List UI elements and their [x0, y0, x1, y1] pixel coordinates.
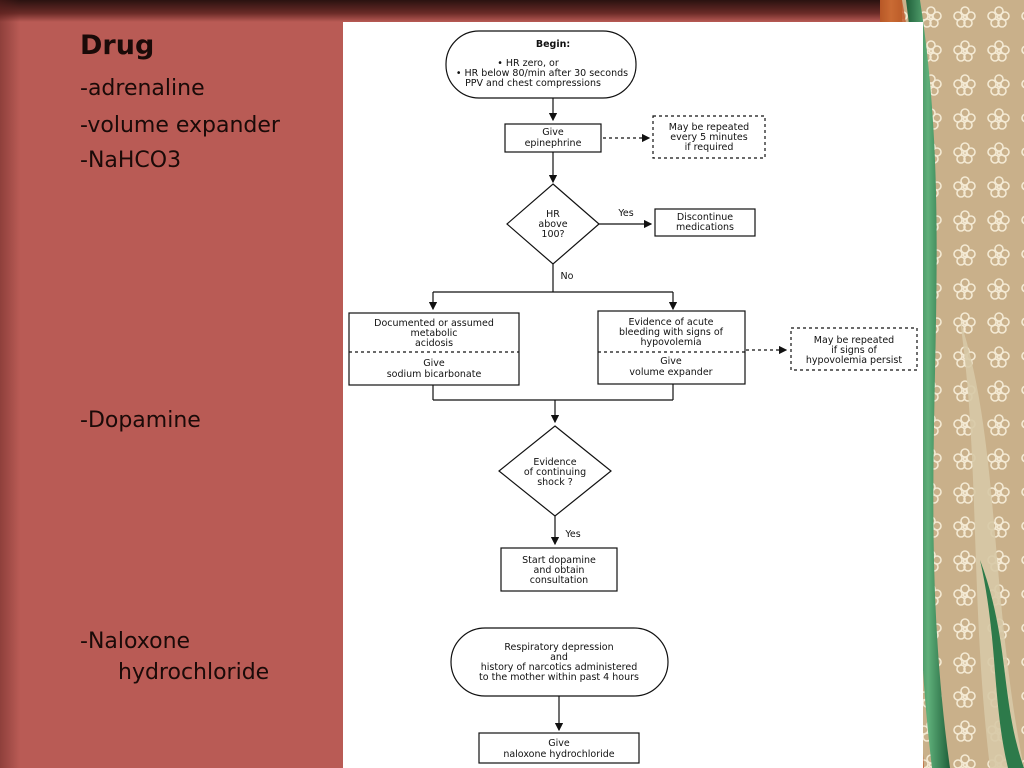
- bleeding-line-3: hypovolemia: [640, 337, 701, 348]
- drug-item-nahco3: -NaHCO3: [80, 148, 182, 173]
- yes-label-2: Yes: [564, 529, 580, 540]
- resp-line-1: Respiratory depression: [504, 642, 613, 653]
- discontinue-line-2: medications: [676, 222, 734, 233]
- shock-check-line-3: shock ?: [537, 477, 573, 488]
- start-dopamine-box: [500, 547, 618, 592]
- resuscitation-flowchart: Begin: • HR zero, or • HR below 80/min a…: [348, 30, 918, 764]
- shock-check-line-2: of continuing: [524, 467, 586, 478]
- hr-check-line-3: 100?: [541, 229, 564, 240]
- acidosis-bicarbonate-box: [348, 312, 520, 386]
- begin-line-1: • HR zero, or: [497, 58, 559, 69]
- bleeding-line-1: Evidence of acute: [628, 317, 713, 328]
- begin-line-3: PPV and chest compressions: [465, 78, 601, 89]
- top-shadow-bar: [0, 0, 1024, 22]
- left-edge-shade: [0, 0, 20, 768]
- drug-item-volume-expander: -volume expander: [80, 113, 280, 138]
- give-volume-line-1: Give: [660, 356, 682, 367]
- acidosis-line-2: metabolic: [411, 328, 458, 339]
- no-label: No: [561, 271, 574, 282]
- drug-item-adrenaline: -adrenaline: [80, 76, 205, 101]
- acidosis-line-1: Documented or assumed: [374, 318, 494, 329]
- give-bicarb-line-1: Give: [423, 358, 445, 369]
- drug-list: Drug -adrenaline -volume expander -NaHCO…: [80, 0, 340, 768]
- give-epi-line-2: epinephrine: [525, 138, 582, 149]
- give-naloxone-line-2: naloxone hydrochloride: [503, 749, 614, 760]
- resp-line-3: history of narcotics administered: [481, 662, 638, 673]
- begin-line-2: • HR below 80/min after 30 seconds: [456, 68, 628, 79]
- drug-item-dopamine: -Dopamine: [80, 408, 201, 433]
- repeat-5min-line-1: May be repeated: [669, 122, 749, 133]
- bleeding-volume-box: [597, 310, 746, 385]
- repeat-hypo-line-1: May be repeated: [814, 335, 894, 346]
- repeat-5min-line-3: if required: [685, 142, 734, 153]
- repeat-hypo-line-3: hypovolemia persist: [806, 355, 902, 366]
- give-naloxone-box: [478, 732, 640, 764]
- give-epi-line-1: Give: [542, 127, 564, 138]
- yes-label-1: Yes: [617, 208, 633, 219]
- hr-check-line-1: HR: [546, 209, 560, 220]
- begin-terminal: [445, 30, 637, 99]
- repeat-5min-line-2: every 5 minutes: [670, 132, 747, 143]
- bleeding-line-2: bleeding with signs of: [619, 327, 724, 338]
- repeat-hypovolemia-note: [790, 327, 918, 371]
- resp-line-4: to the mother within past 4 hours: [479, 672, 639, 683]
- give-naloxone-line-1: Give: [548, 738, 570, 749]
- shock-check-line-1: Evidence: [533, 457, 576, 468]
- discontinue-medications-box: [654, 208, 756, 237]
- discontinue-line-1: Discontinue: [677, 212, 733, 223]
- drug-item-naloxone-cont: hydrochloride: [118, 660, 270, 685]
- dopamine-line-1: Start dopamine: [522, 555, 596, 566]
- give-bicarb-line-2: sodium bicarbonate: [387, 369, 482, 380]
- dopamine-line-2: and obtain: [534, 565, 585, 576]
- drug-item-naloxone: -Naloxone: [80, 629, 191, 654]
- resp-line-2: and: [550, 652, 568, 663]
- repeat-hypo-line-2: if signs of: [831, 345, 877, 356]
- flowchart-panel: Begin: • HR zero, or • HR below 80/min a…: [343, 22, 923, 768]
- repeat-5min-note: [652, 115, 766, 159]
- slide-title: Drug: [80, 30, 155, 61]
- hr-check-line-2: above: [538, 219, 567, 230]
- begin-title: Begin:: [536, 39, 570, 50]
- dopamine-line-3: consultation: [530, 575, 588, 586]
- give-volume-line-2: volume expander: [629, 367, 712, 378]
- acidosis-line-3: acidosis: [415, 338, 453, 349]
